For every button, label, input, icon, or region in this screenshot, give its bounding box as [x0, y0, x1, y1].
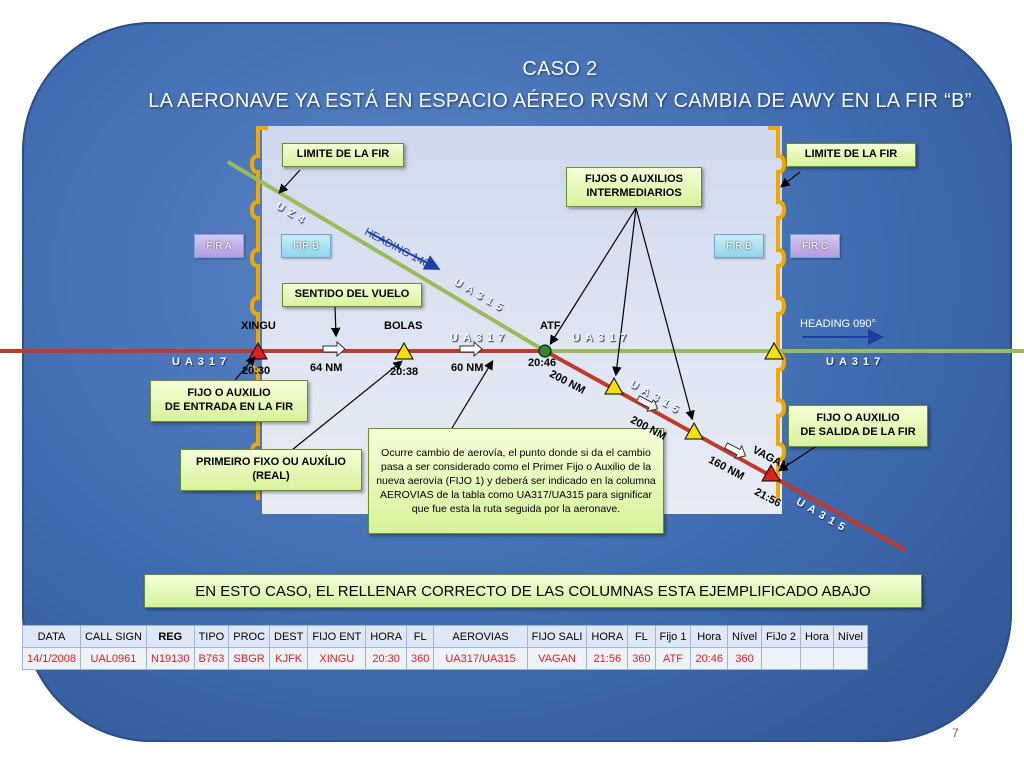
- time-atf: 20:46: [528, 357, 557, 369]
- header-cell: Hora: [800, 625, 834, 648]
- value-cell: 360: [726, 647, 763, 670]
- route-label-ua317-mid2: UA317: [572, 332, 632, 344]
- header-cell: FiJo 2: [761, 625, 802, 648]
- intermediate-triangle-1: [604, 376, 624, 395]
- header-cell: REG: [146, 625, 195, 648]
- distance-60nm: 60 NM: [451, 362, 484, 374]
- value-cell: VAGAN: [526, 647, 588, 670]
- direction-arrow-4: [724, 442, 747, 460]
- fir-c-label: FIR C: [790, 234, 840, 258]
- heading-140-arrow: [367, 231, 441, 270]
- time-xingu: 20:30: [242, 365, 271, 377]
- callout-limite-left: LIMITE DE LA FIR: [282, 143, 404, 167]
- page-number: 7: [952, 726, 959, 740]
- direction-arrow-1: [322, 340, 346, 358]
- vagan-triangle: [761, 463, 781, 482]
- callout-note: Ocurre cambio de aerovía, el punto donde…: [368, 428, 664, 534]
- route-label-ua317-mid: UA317: [450, 332, 510, 344]
- table-row: 14/1/2008 UAL0961 N19130 B763 SBGR KJFK …: [22, 647, 868, 670]
- value-cell: 20:30: [365, 647, 408, 670]
- value-cell: ATF: [654, 647, 692, 670]
- bolas-triangle: [394, 341, 414, 360]
- time-bolas: 20:38: [390, 366, 419, 378]
- value-cell: 14/1/2008: [22, 647, 81, 670]
- callout-sentido-vuelo: SENTIDO DEL VUELO: [282, 283, 422, 307]
- route-ua315-red: [544, 349, 906, 552]
- header-cell: Nível: [726, 625, 763, 648]
- value-cell: [800, 647, 834, 670]
- atf-circle: [538, 344, 552, 358]
- value-cell: 20:46: [690, 647, 728, 670]
- header-cell: FIJO ENT: [307, 625, 367, 648]
- fir-b-right-label: FIR B: [714, 234, 764, 258]
- point-xingu: XINGU: [241, 320, 276, 332]
- fir-a-label: FIR A: [194, 234, 244, 258]
- header-cell: CALL SIGN: [79, 625, 148, 648]
- pointer-primeiro: [291, 360, 403, 451]
- distance-64nm: 64 NM: [310, 362, 343, 374]
- slide-title-line1: CASO 2: [522, 58, 598, 80]
- fir-boundary-right: [768, 126, 787, 500]
- callout-primeiro-fixo: PRIMEIRO FIXO OU AUXÍLIO (REAL): [180, 449, 362, 491]
- direction-arrow-2: [459, 340, 483, 358]
- value-cell: [761, 647, 802, 670]
- banner: EN ESTO CASO, EL RELLENAR CORRECTO DE LA…: [144, 574, 922, 608]
- pointer-fijos-1: [549, 207, 637, 346]
- header-cell: Nível: [832, 625, 868, 648]
- pointer-salida: [777, 444, 819, 472]
- point-atf: ATF: [540, 320, 561, 332]
- callout-fijos-intermediarios: FIJOS O AUXILIOS INTERMEDIARIOS: [566, 167, 702, 207]
- pointer-limite-left: [278, 169, 301, 194]
- value-cell: [832, 647, 868, 670]
- value-cell: XINGU: [307, 647, 367, 670]
- header-cell: FL: [406, 625, 435, 648]
- header-cell: PROC: [228, 625, 271, 648]
- header-cell: TIPO: [193, 625, 230, 648]
- value-cell: 360: [406, 647, 435, 670]
- slide-title-line2: LA AERONAVE YA ESTÁ EN ESPACIO AÉREO RVS…: [148, 90, 972, 112]
- point-bolas: BOLAS: [384, 320, 423, 332]
- value-cell: KJFK: [269, 647, 309, 670]
- heading-090-label: HEADING 090°: [800, 318, 876, 330]
- pointer-fijos-3: [635, 207, 695, 421]
- table-header-row: DATA CALL SIGN REG TIPO PROC DEST FIJO E…: [22, 625, 868, 648]
- pointer-sentido: [330, 306, 341, 338]
- right-boundary-triangle: [764, 341, 784, 360]
- callout-fijo-entrada: FIJO O AUXILIO DE ENTRADA EN LA FIR: [150, 380, 308, 422]
- header-cell: DEST: [269, 625, 309, 648]
- value-cell: UA317/UA315: [433, 647, 528, 670]
- pointer-note: [451, 359, 494, 429]
- header-cell: HORA: [365, 625, 408, 648]
- route-label-ua317-right: UA317: [826, 356, 886, 368]
- value-cell: B763: [193, 647, 230, 670]
- value-cell: 360: [627, 647, 656, 670]
- value-cell: SBGR: [228, 647, 271, 670]
- header-cell: HORA: [586, 625, 629, 648]
- header-cell: FIJO SALI: [526, 625, 588, 648]
- pointer-fijos-2: [612, 207, 637, 377]
- header-cell: Fijo 1: [654, 625, 692, 648]
- pointer-limite-right: [780, 171, 801, 188]
- route-label-ua317-left: UA317: [172, 356, 232, 368]
- callout-limite-right: LIMITE DE LA FIR: [786, 143, 916, 167]
- xingu-triangle: [248, 341, 268, 360]
- direction-arrow-3: [636, 395, 659, 413]
- header-cell: AEROVIAS: [433, 625, 528, 648]
- value-cell: N19130: [146, 647, 195, 670]
- fir-b-left-label: FIR B: [281, 234, 331, 258]
- flight-plan-table: DATA CALL SIGN REG TIPO PROC DEST FIJO E…: [22, 625, 868, 670]
- callout-fijo-salida: FIJO O AUXILIO DE SALIDA DE LA FIR: [788, 405, 928, 447]
- pointer-entrada: [234, 356, 256, 381]
- value-cell: 21:56: [586, 647, 629, 670]
- value-cell: UAL0961: [79, 647, 148, 670]
- intermediate-triangle-2: [684, 421, 704, 440]
- header-cell: FL: [627, 625, 656, 648]
- header-cell: DATA: [22, 625, 81, 648]
- header-cell: Hora: [690, 625, 728, 648]
